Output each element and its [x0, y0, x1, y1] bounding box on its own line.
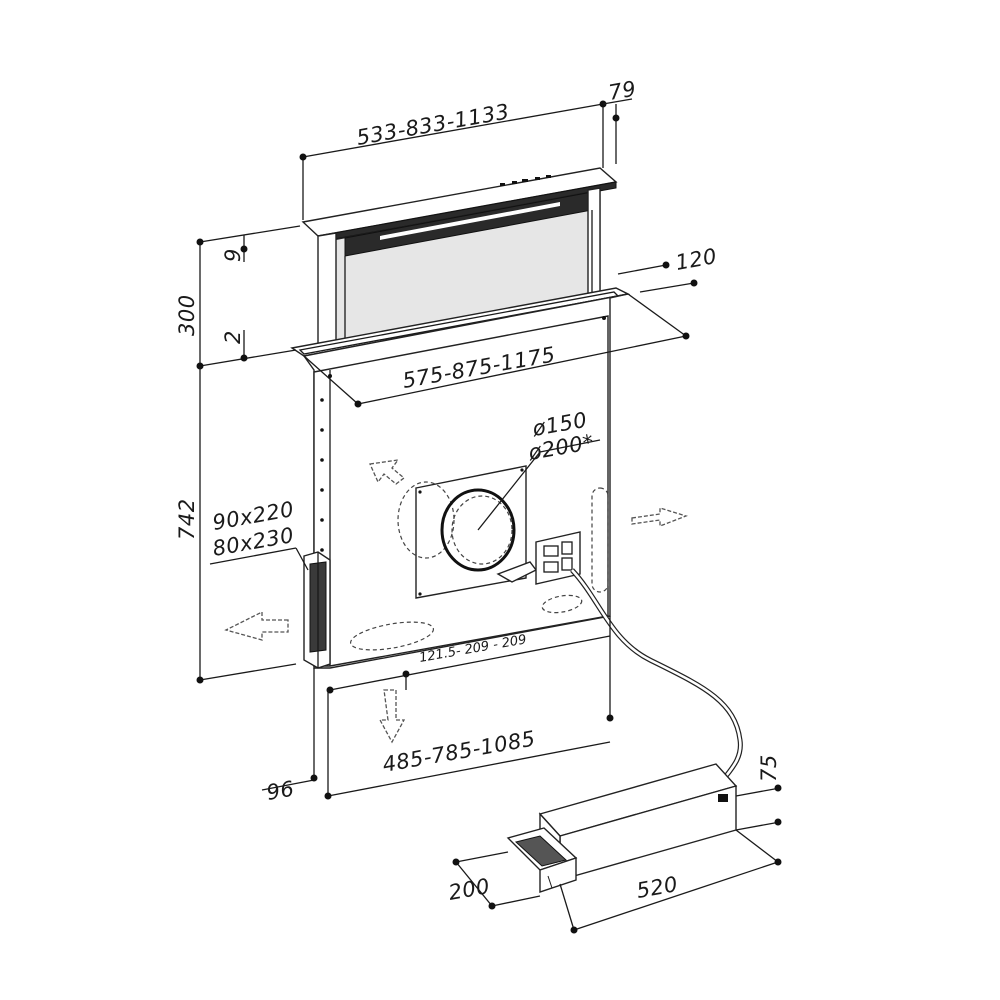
control-panel-icons [500, 175, 551, 186]
duct-plate [397, 465, 538, 599]
dim-panel-2: 2 [221, 330, 245, 344]
dim-bottom-offset: 96 [265, 776, 296, 804]
power-cable [570, 568, 743, 786]
dim-panel-9: 9 [221, 248, 245, 262]
left-side-vent [303, 551, 331, 669]
arrow-down [378, 689, 406, 744]
dim-bottom-width: 485-785-1085 [381, 726, 538, 777]
hood-top-panel [301, 167, 618, 356]
arrow-up-left [369, 459, 406, 485]
dim-motor-520: 520 [635, 872, 680, 903]
dim-panel-300: 300 [175, 294, 199, 336]
dim-cutout-depth: 120 [674, 244, 719, 275]
arrow-left [224, 610, 289, 641]
dimension-lines [196, 98, 782, 934]
electrical-connector-box [535, 531, 581, 585]
dim-motor-75: 75 [757, 754, 781, 782]
dim-top-depth: 79 [607, 76, 638, 104]
airflow-arrows [224, 459, 688, 744]
dim-motor-200: 200 [447, 874, 492, 905]
arrow-right [631, 507, 688, 527]
dim-top-width: 533-833-1133 [355, 99, 512, 150]
bottom-vent-outlines [349, 594, 583, 651]
remote-motor-unit [506, 763, 738, 893]
dim-body-742: 742 [175, 498, 199, 540]
right-vent-outline [591, 487, 609, 593]
